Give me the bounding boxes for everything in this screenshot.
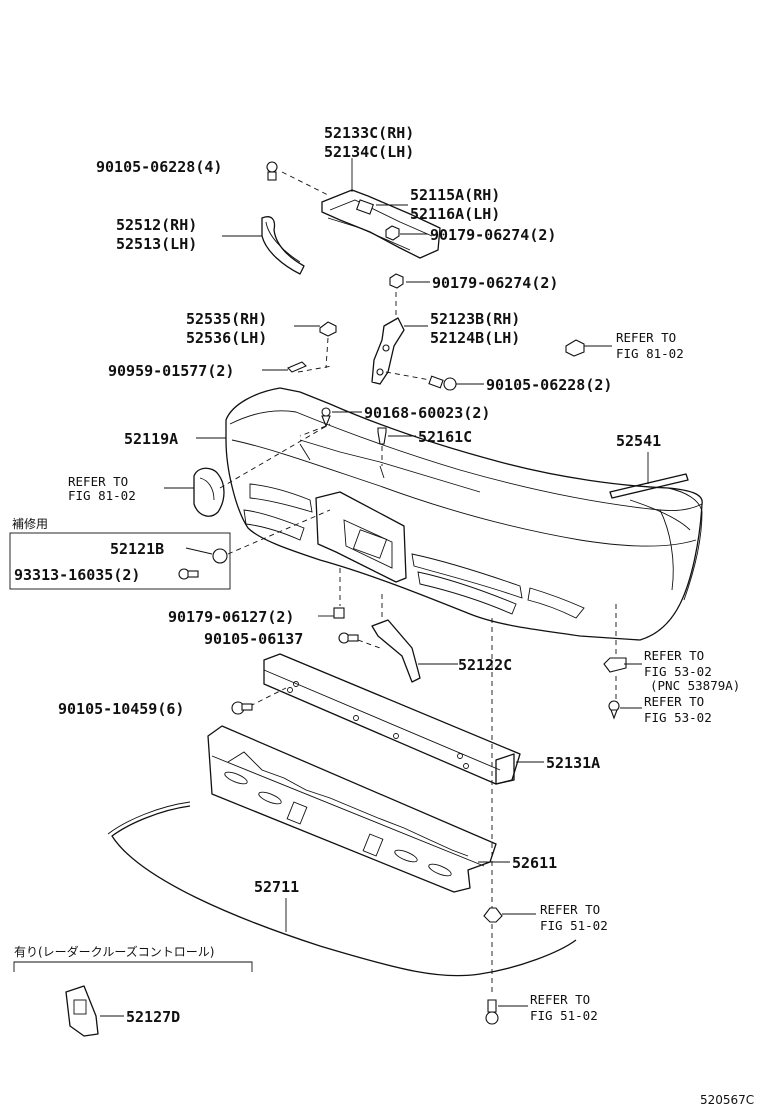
screw-90105-06228-side: [428, 375, 457, 391]
ref2-line1: REFER TO: [68, 474, 128, 489]
bracket-52122C: [371, 619, 421, 683]
pin-52161C: [377, 427, 387, 445]
seal-52711: [107, 801, 577, 977]
ref6-line1: REFER TO: [530, 992, 590, 1007]
label-52127D: 52127D: [126, 1008, 180, 1026]
label-52513: 52513(LH): [116, 235, 197, 253]
ref3-line3: (PNC 53879A): [650, 678, 740, 693]
ref6-line2: FIG 51-02: [530, 1008, 598, 1023]
ref4-line1: REFER TO: [644, 694, 704, 709]
label-52536: 52536(LH): [186, 329, 267, 347]
screw-93313-16035: [178, 568, 199, 580]
note-radar: 有り(レーダークルーズコントロール): [14, 944, 214, 959]
ref5-line1: REFER TO: [540, 902, 600, 917]
bumper-cover-52119A: [225, 387, 703, 641]
ref3-line2: FIG 53-02: [644, 664, 712, 679]
ref5-line2: FIG 51-02: [540, 918, 608, 933]
screw-ref-53-02-b: [608, 700, 620, 720]
label-52131A: 52131A: [546, 754, 600, 772]
ref4-line2: FIG 53-02: [644, 710, 712, 725]
label-90179-06127: 90179-06127(2): [168, 608, 294, 626]
label-90105-06137: 90105-06137: [204, 630, 303, 648]
repair-kit-box: [9, 532, 231, 590]
bolt-90105-10459: [231, 701, 253, 715]
ref1-line2: FIG 81-02: [616, 346, 684, 361]
label-52134C: 52134C(LH): [324, 143, 414, 161]
label-52124B: 52124B(LH): [430, 329, 520, 347]
ref3-line1: REFER TO: [644, 648, 704, 663]
absorber-52611: [207, 725, 497, 893]
diagram-id: 520567C: [700, 1093, 754, 1107]
clip-ref-51-02-a: [483, 907, 503, 923]
bolt-90105-06137: [338, 632, 359, 644]
label-90105-10459: 90105-10459(6): [58, 700, 184, 718]
label-52121B: 52121B: [110, 540, 164, 558]
label-90179-06274-b: 90179-06274(2): [432, 274, 558, 292]
ref2-line2: FIG 81-02: [68, 488, 136, 503]
label-90105-06228-4: 90105-06228(4): [96, 158, 222, 176]
clip-ref-81-02: [565, 339, 585, 357]
radar-note-bracket: [13, 961, 253, 972]
label-90959-01577: 90959-01577(2): [108, 362, 234, 380]
screw-ref-51-02-b: [485, 999, 499, 1025]
label-52115A: 52115A(RH): [410, 186, 500, 204]
label-90179-06274-a: 90179-06274(2): [430, 226, 556, 244]
nut-90179-06127: [333, 607, 345, 619]
label-52122C: 52122C: [458, 656, 512, 674]
reinforcement-52131A: [263, 653, 521, 785]
ref1-line1: REFER TO: [616, 330, 676, 345]
label-52161C: 52161C: [418, 428, 472, 446]
label-52711: 52711: [254, 878, 299, 896]
nut-90179-06274-top: [385, 225, 400, 241]
nut-52121B: [212, 548, 228, 564]
nut-90179-06274-mid: [389, 273, 404, 289]
label-52535: 52535(RH): [186, 310, 267, 328]
label-52611: 52611: [512, 854, 557, 872]
strip-52541: [609, 473, 689, 499]
lamp-ref-81-02: [193, 467, 225, 517]
label-52119A: 52119A: [124, 430, 178, 448]
label-93313-16035: 93313-16035(2): [14, 566, 140, 584]
label-52123B: 52123B(RH): [430, 310, 520, 328]
label-52512: 52512(RH): [116, 216, 197, 234]
bracket-52127D: [65, 985, 99, 1037]
note-repair: 補修用: [12, 516, 48, 531]
label-90168-60023: 90168-60023(2): [364, 404, 490, 422]
clip-ref-53-02-a: [603, 657, 627, 673]
label-52133C: 52133C(RH): [324, 124, 414, 142]
side-retainer-52512: [261, 216, 305, 275]
screw-90105-06228-top: [266, 161, 278, 181]
upper-retainer-part: [321, 189, 441, 259]
clip-90959-01577: [287, 361, 307, 373]
label-52116A: 52116A(LH): [410, 205, 500, 223]
bracket-52123B: [371, 317, 405, 385]
label-52541: 52541: [616, 432, 661, 450]
screw-90168-60023: [321, 407, 331, 428]
label-90105-06228-2: 90105-06228(2): [486, 376, 612, 394]
clip-52535: [319, 321, 337, 337]
